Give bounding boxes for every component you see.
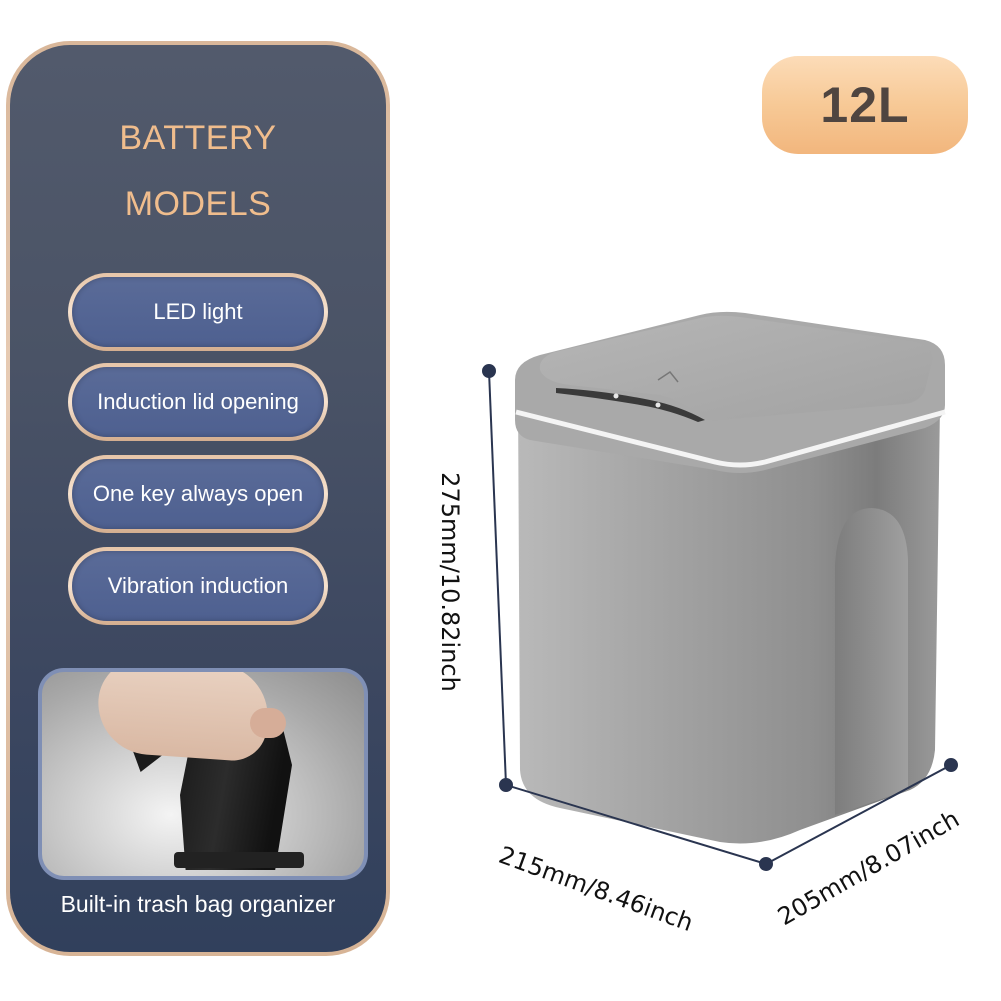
bag-holder-rim-shape — [174, 852, 304, 868]
feature-pill-induction-lid[interactable]: Induction lid opening — [68, 363, 328, 441]
trash-bag-photo-frame — [38, 668, 368, 880]
feature-pill-label: Vibration induction — [72, 551, 324, 621]
dimension-point-top — [482, 364, 496, 378]
led-indicator-2 — [655, 402, 661, 408]
features-panel: BATTERY MODELS LED light Induction lid o… — [6, 41, 390, 956]
feature-pill-vibration-induction[interactable]: Vibration induction — [68, 547, 328, 625]
lid-logo-icon — [657, 370, 679, 383]
sensor-panel — [556, 388, 705, 422]
dimension-point-bottom-right — [944, 758, 958, 772]
feature-pill-one-key-open[interactable]: One key always open — [68, 455, 328, 533]
thumb-shape — [250, 708, 286, 738]
trash-can-body — [518, 395, 940, 844]
trash-can-lid — [539, 315, 933, 421]
feature-pill-label: LED light — [72, 277, 324, 347]
dimension-point-bottom-front — [759, 857, 773, 871]
feature-pill-label: Induction lid opening — [72, 367, 324, 437]
trash-can-white-stripe — [515, 409, 946, 468]
trash-bag-photo — [42, 672, 364, 876]
width-dimension-label: 215mm/8.46inch — [495, 840, 697, 938]
panel-title-line1: BATTERY — [119, 119, 277, 157]
dimension-point-bottom-left — [499, 778, 513, 792]
hand-shape — [94, 672, 272, 763]
dimension-lines — [482, 364, 958, 871]
trash-can-lid-rim — [515, 311, 945, 473]
capacity-badge: 12L — [762, 56, 968, 154]
side-handle-niche — [835, 508, 908, 815]
feature-pill-label: One key always open — [72, 459, 324, 529]
led-indicator-1 — [613, 393, 619, 399]
photo-caption: Built-in trash bag organizer — [60, 891, 336, 917]
features-panel-inner: BATTERY MODELS LED light Induction lid o… — [10, 45, 386, 952]
depth-dimension-label: 205mm/8.07inch — [773, 804, 964, 932]
feature-pill-led-light[interactable]: LED light — [68, 273, 328, 351]
height-dimension-label: 275mm/10.82inch — [436, 472, 464, 692]
panel-title-line2: MODELS — [124, 185, 272, 223]
